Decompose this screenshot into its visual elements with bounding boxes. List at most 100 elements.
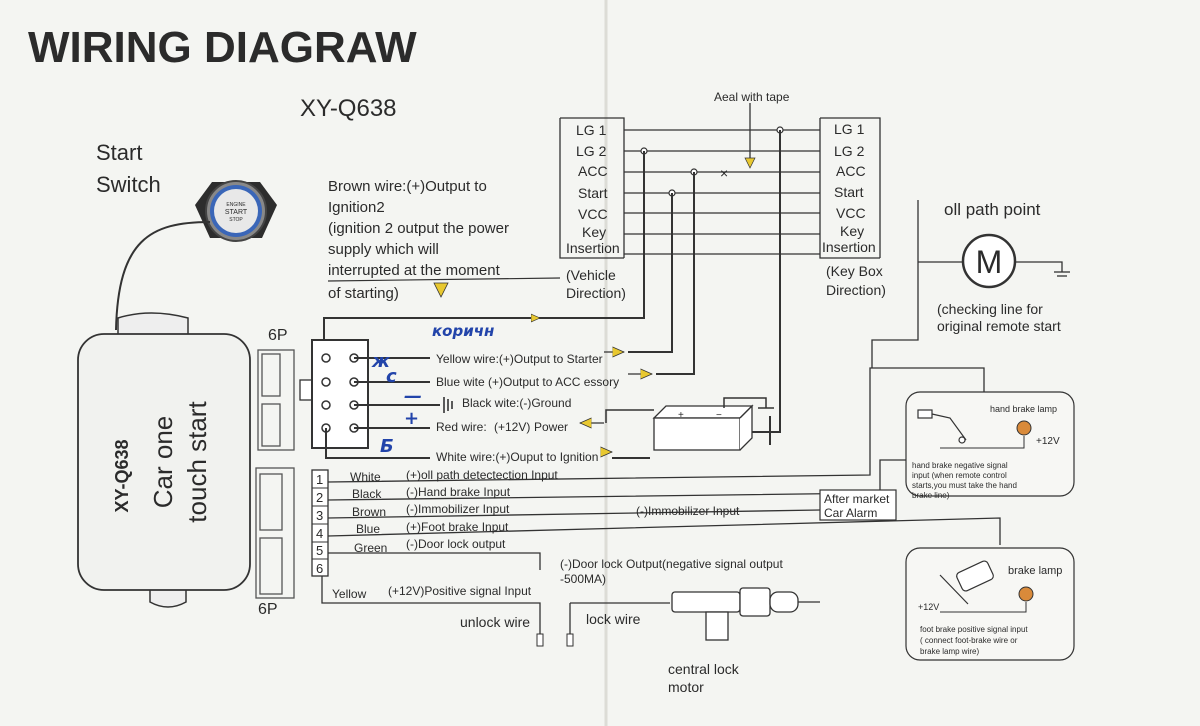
unlock-wire-label: unlock wire — [460, 614, 530, 630]
wire-color: Green — [354, 541, 387, 555]
top-wire-red-12v: (+12V) — [494, 420, 530, 434]
oil-path-note-2: original remote start — [937, 318, 1061, 334]
keybox-terminal-acc: ACC — [836, 163, 866, 179]
keybox-terminal-key: Key — [840, 223, 864, 239]
ground-symbol-icon — [443, 397, 453, 413]
door-lock-output-2: -500MA) — [560, 572, 606, 586]
brown-wire-note: Brown wire:(+)Output to Ignition2 (ignit… — [327, 178, 561, 302]
central-lock-motor-icon — [671, 587, 820, 641]
brown-note-line: (ignition 2 output the power — [328, 220, 509, 237]
wire-desc: (-)Hand brake Input — [406, 485, 511, 499]
button-text-start: START — [225, 209, 248, 216]
lock-wire-label: lock wire — [586, 611, 641, 627]
hand-brake-note-3: starts,you must take the hand — [912, 481, 1017, 490]
vehicle-direction-2: Direction) — [566, 285, 626, 301]
brown-note-line: supply which will — [328, 241, 439, 258]
hand-brake-note-2: input (when remote control — [912, 471, 1007, 480]
cut-mark-icon: × — [720, 165, 728, 181]
wire-desc: (-)Immobilizer Input — [406, 502, 510, 516]
module-model: XY-Q638 — [112, 439, 132, 512]
keybox-terminal-lg2: LG 2 — [834, 143, 865, 159]
hand-brake-note-1: hand brake negative signal — [912, 461, 1008, 470]
central-lock-label-2: motor — [668, 679, 704, 695]
handwritten-yellow: ж — [371, 351, 391, 372]
motor-symbol-letter: M — [976, 244, 1003, 280]
immobilizer-input-label: (-)Immobilizer Input — [636, 504, 740, 518]
top-plug-wires — [325, 357, 440, 459]
wire-color: Black — [352, 487, 382, 501]
top-wire-red: Red wire: — [436, 420, 487, 434]
foot-brake-pedal-icon — [939, 560, 994, 605]
vehicle-terminal-key: Key — [582, 224, 606, 240]
top-wire-white: White wire:(+)Ouput to Ignition — [436, 450, 598, 464]
switch-cable — [115, 221, 211, 331]
keybox-terminal-start: Start — [834, 184, 864, 200]
page-title: WIRING DIAGRAW — [28, 23, 417, 72]
start-switch-label-1: Start — [96, 140, 142, 165]
keybox-terminal-insertion: Insertion — [822, 239, 876, 255]
connector-6p-top-label: 6P — [268, 327, 288, 344]
central-lock-label-1: central lock — [668, 661, 740, 677]
pin-number: 4 — [316, 526, 323, 541]
handwritten-black: — — [404, 386, 422, 407]
brown-note-line: Brown wire:(+)Output to — [328, 178, 487, 195]
plug-top — [299, 339, 369, 449]
vehicle-direction-1: (Vehicle — [566, 267, 616, 283]
ground-icon — [1054, 271, 1070, 277]
keybox-terminal-lg1: LG 1 — [834, 121, 865, 137]
handwritten-white: Б — [380, 436, 394, 457]
door-lock-output-1: (-)Door lock Output(negative signal outp… — [560, 557, 783, 571]
bottom-pin-list: 1 2 3 4 5 6 — [311, 469, 329, 577]
handwritten-brown: коричн — [432, 322, 494, 340]
handwritten-red: + — [404, 408, 419, 429]
start-switch-label-2: Switch — [96, 172, 161, 197]
foot-brake-lamp-label: brake lamp — [1008, 565, 1062, 577]
wire-terminal-icon — [536, 633, 574, 647]
junction-dots — [640, 126, 784, 197]
after-market-1: After market — [824, 492, 890, 506]
button-text-engine: ENGINE — [226, 202, 246, 208]
vehicle-terminal-insertion: Insertion — [566, 240, 620, 256]
oil-path-title: oll path point — [944, 200, 1041, 219]
vehicle-terminal-lg2: LG 2 — [576, 143, 607, 159]
hand-brake-lamp-label: hand brake lamp — [990, 404, 1057, 414]
button-text-stop: STOP — [229, 217, 243, 223]
module-line-1: Car one — [148, 416, 178, 509]
hand-brake-panel: hand brake lamp +12V hand brake negative… — [905, 391, 1075, 500]
battery-minus: − — [716, 410, 722, 421]
wire-color: White — [350, 470, 381, 484]
foot-brake-note-1: foot brake positive signal input — [920, 625, 1028, 634]
connector-bottom — [255, 467, 295, 599]
foot-brake-lamp-icon — [1018, 586, 1034, 602]
brown-note-line: Ignition2 — [328, 199, 385, 216]
hand-brake-note-4: brake line) — [912, 491, 950, 500]
top-wire-red-power: Power — [534, 420, 568, 434]
vehicle-terminal-start: Start — [578, 185, 608, 201]
top-wire-blue: Blue wite (+)Output to ACC essory — [436, 375, 619, 389]
hand-brake-12v: +12V — [1036, 436, 1060, 447]
module-line-2: touch start — [182, 401, 212, 523]
foot-brake-panel: brake lamp +12V foot brake positive sign… — [905, 547, 1075, 661]
ignition-lines — [624, 129, 820, 255]
wire-desc: (+12V)Positive signal Input — [388, 584, 532, 598]
vehicle-terminal-vcc: VCC — [578, 206, 608, 222]
control-module: XY-Q638 Car one touch start — [77, 312, 251, 608]
foot-brake-12v: +12V — [918, 602, 939, 612]
wire-desc: (+)Foot brake Input — [406, 520, 509, 534]
foot-brake-note-3: brake lamp wire) — [920, 647, 979, 656]
keybox-terminal-block: LG 1 LG 2 ACC Start VCC Key Insertion (K… — [819, 117, 886, 298]
keybox-terminal-vcc: VCC — [836, 205, 866, 221]
brown-note-line: interrupted at the moment — [328, 262, 501, 279]
aeal-arrow-icon — [744, 157, 756, 169]
connector-top — [257, 349, 295, 451]
pin-number: 1 — [316, 472, 323, 487]
top-wire-yellow: Yellow wire:(+)Output to Starter — [436, 352, 603, 366]
keybox-direction-1: (Key Box — [826, 263, 883, 279]
battery-plus: + — [678, 410, 684, 421]
pin-number: 6 — [316, 561, 323, 576]
top-wire-black: Black wite:(-)Ground — [462, 396, 571, 410]
vehicle-terminal-acc: ACC — [578, 163, 608, 179]
pin-number: 3 — [316, 508, 323, 523]
